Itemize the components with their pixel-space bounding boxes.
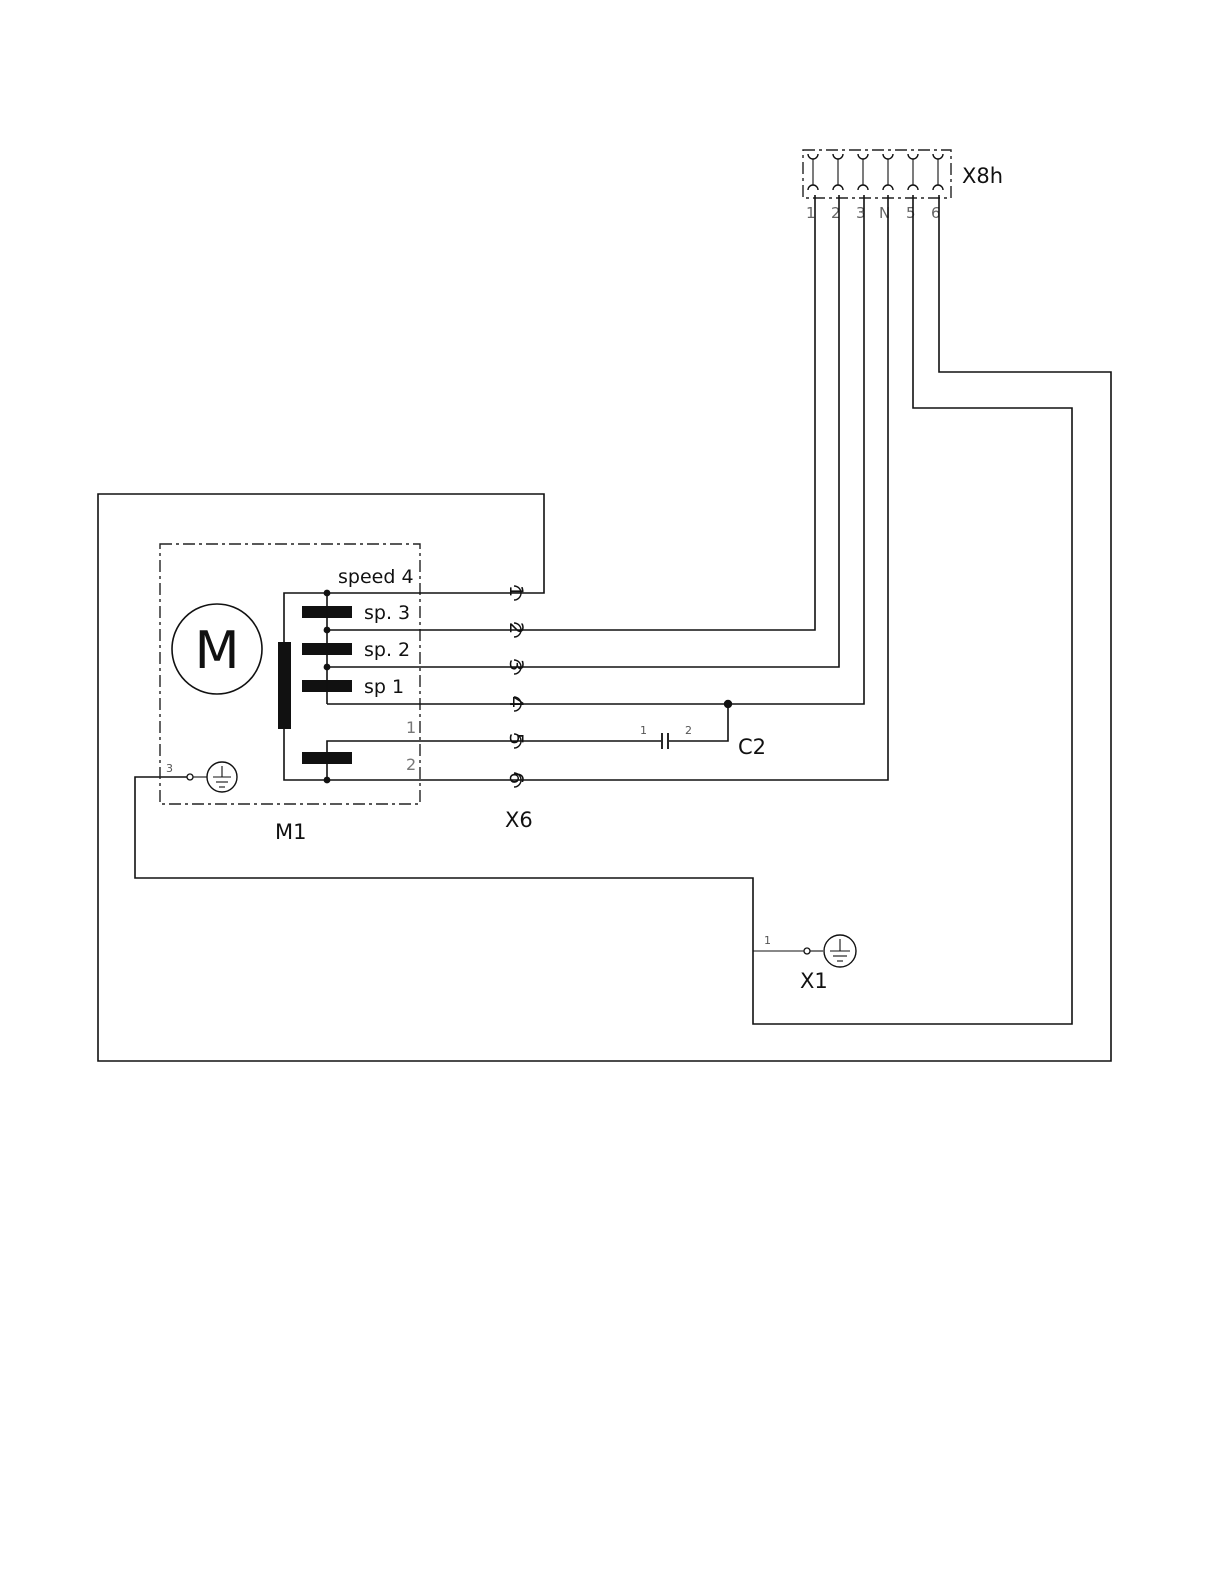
- label-c2-pin1: 1: [640, 724, 647, 737]
- label-motor-pin1: 1: [406, 718, 416, 737]
- wire-x8h-6-to-x6-1: [98, 195, 1111, 1061]
- wire-pin1-cap: [327, 741, 520, 752]
- label-x6: X6: [505, 808, 533, 832]
- motor-symbol-letter: M: [195, 621, 240, 681]
- wire-x8h-n-to-x6-6: [520, 195, 888, 780]
- label-speed4: speed 4: [338, 566, 414, 588]
- x6-pin-2: 2: [505, 622, 527, 634]
- motor-earth-icon: [207, 762, 237, 792]
- x1-earth-icon: [824, 935, 856, 967]
- junction-sp2: [324, 664, 331, 671]
- wire-x8h-1-to-x6-2: [520, 195, 815, 630]
- x6-pin-1: 1: [505, 585, 527, 597]
- label-x1: X1: [800, 969, 828, 993]
- x1-terminal: [804, 948, 810, 954]
- label-c2-pin2: 2: [685, 724, 692, 737]
- x8h-pin-5: 5: [906, 204, 916, 222]
- winding-main-bar: [278, 642, 291, 729]
- x8h-terminals: [808, 154, 943, 190]
- winding-bar-aux: [302, 752, 352, 764]
- x6-pin-4: 4: [505, 696, 527, 708]
- junction-sp3: [324, 627, 331, 634]
- x6-pin-5: 5: [505, 733, 527, 745]
- junction-common: [324, 777, 331, 784]
- wire-x8h-3-to-x6-4: [520, 195, 864, 704]
- junction-speed4: [324, 590, 331, 597]
- wire-x8h-2-to-x6-3: [520, 195, 839, 667]
- x8h-wires: [98, 195, 1111, 1061]
- label-sp2: sp. 2: [364, 639, 410, 661]
- label-motor-pin3: 3: [166, 762, 173, 775]
- earth-x1: 1 X1: [753, 934, 856, 993]
- x8h-connector: X8h 1 2 3 N 5 6: [803, 150, 1003, 222]
- x6-pin-6: 6: [505, 772, 527, 784]
- label-x1-pin1: 1: [764, 934, 771, 947]
- label-motor-pin2: 2: [406, 755, 416, 774]
- x6-pin-3: 3: [505, 659, 527, 671]
- x6-terminals: [514, 586, 521, 787]
- x8h-label: X8h: [962, 164, 1003, 188]
- motor-earth-terminal: [187, 774, 193, 780]
- capacitor-c2: 1 2 C2: [520, 700, 766, 759]
- junction-cap-sp1: [724, 700, 732, 708]
- wire-cap-right: [669, 704, 728, 741]
- label-sp3: sp. 3: [364, 602, 410, 624]
- label-c2: C2: [738, 735, 766, 759]
- x8h-connector-outline: [803, 150, 951, 198]
- wire-x8h-5-earth-loop: [135, 195, 1072, 1024]
- motor-m1: M speed 4 sp. 3 sp. 2 sp 1 1 2: [160, 544, 520, 844]
- x8h-pin-1: 1: [806, 204, 816, 222]
- x6-connector: 1 2 3 4 5 6 X6: [505, 585, 533, 832]
- label-m1: M1: [275, 820, 306, 844]
- label-sp1: sp 1: [364, 676, 404, 698]
